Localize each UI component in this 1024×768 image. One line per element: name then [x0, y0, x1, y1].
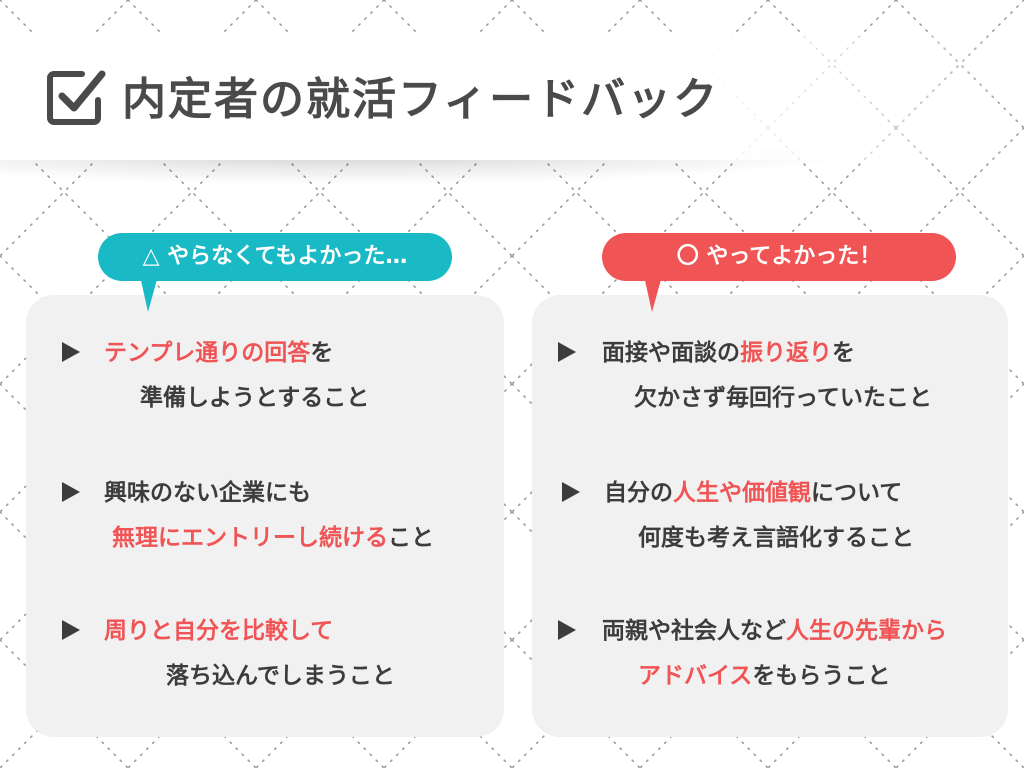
item-text: 面接や面談の: [602, 340, 740, 366]
triangle-right-icon: [558, 342, 576, 362]
list-item: テンプレ通りの回答を 準備しようとすること: [62, 331, 492, 421]
item-text: 自分の: [604, 480, 673, 506]
label-not-needed-tail: [140, 276, 158, 312]
item-line-2: 無理にエントリーし続けること: [112, 516, 434, 561]
item-line-1: 周りと自分を比較して: [104, 609, 333, 654]
highlight-text: 無理にエントリーし続ける: [112, 525, 388, 551]
label-not-needed: △ やらなくてもよかった…: [98, 233, 452, 281]
highlight-text: 人生や価値観: [673, 480, 811, 506]
item-line-2: 落ち込んでしまうこと: [166, 654, 395, 699]
item-text: 準備しようとすること: [140, 385, 370, 411]
triangle-right-icon: [62, 620, 80, 640]
item-line-2: 何度も考え言語化すること: [638, 516, 914, 561]
item-text: を: [832, 340, 855, 366]
item-text: について: [811, 480, 903, 506]
item-text: 落ち込んでしまうこと: [166, 663, 395, 689]
list-item: 周りと自分を比較して 落ち込んでしまうこと: [62, 609, 492, 699]
list-item: 両親や社会人など人生の先輩から アドバイスをもらうこと: [558, 609, 1002, 699]
item-text: 何度も考え言語化すること: [638, 525, 914, 551]
card-glad-did: 面接や面談の振り返りを 欠かさず毎回行っていたこと 自分の人生や価値観について …: [532, 295, 1008, 737]
item-line-1: 面接や面談の振り返りを: [602, 331, 855, 376]
triangle-right-icon: [62, 482, 80, 502]
label-glad-did: 〇 やってよかった！: [602, 233, 956, 281]
item-line-1: 両親や社会人など人生の先輩から: [602, 609, 947, 654]
highlight-text: テンプレ通りの回答: [104, 340, 311, 366]
list-item: 面接や面談の振り返りを 欠かさず毎回行っていたこと: [558, 331, 998, 421]
highlight-text: 振り返り: [740, 340, 832, 366]
label-glad-did-tail: [644, 276, 662, 312]
item-line-1: 興味のない企業にも: [104, 471, 311, 516]
triangle-right-icon: [558, 620, 576, 640]
item-line-2: 欠かさず毎回行っていたこと: [634, 376, 932, 421]
item-line-2: アドバイスをもらうこと: [638, 654, 890, 699]
item-text: を: [310, 340, 334, 366]
item-text: こと: [388, 525, 434, 551]
item-text: 興味のない企業にも: [104, 480, 311, 506]
triangle-right-icon: [62, 342, 80, 362]
item-text: をもらうこと: [752, 663, 891, 689]
highlight-text: アドバイス: [638, 663, 753, 689]
item-text: 欠かさず毎回行っていたこと: [634, 385, 932, 411]
page-title: 内定者の就活フィードバック: [122, 74, 720, 125]
header: 内定者の就活フィードバック: [0, 0, 1024, 160]
item-line-1: テンプレ通りの回答を: [104, 331, 333, 376]
list-item: 自分の人生や価値観について 何度も考え言語化すること: [562, 471, 998, 561]
triangle-right-icon: [562, 482, 580, 502]
item-line-1: 自分の人生や価値観について: [604, 471, 902, 516]
item-line-2: 準備しようとすること: [140, 376, 369, 421]
highlight-text: 人生の先輩から: [786, 618, 947, 644]
list-item: 興味のない企業にも 無理にエントリーし続けること: [62, 471, 492, 561]
card-not-needed: テンプレ通りの回答を 準備しようとすること 興味のない企業にも 無理にエントリー…: [26, 295, 504, 737]
highlight-text: 周りと自分を比較して: [104, 618, 334, 644]
item-text: 両親や社会人など: [602, 618, 786, 644]
header-band: [0, 32, 1024, 160]
checkbox-icon: [47, 70, 106, 125]
